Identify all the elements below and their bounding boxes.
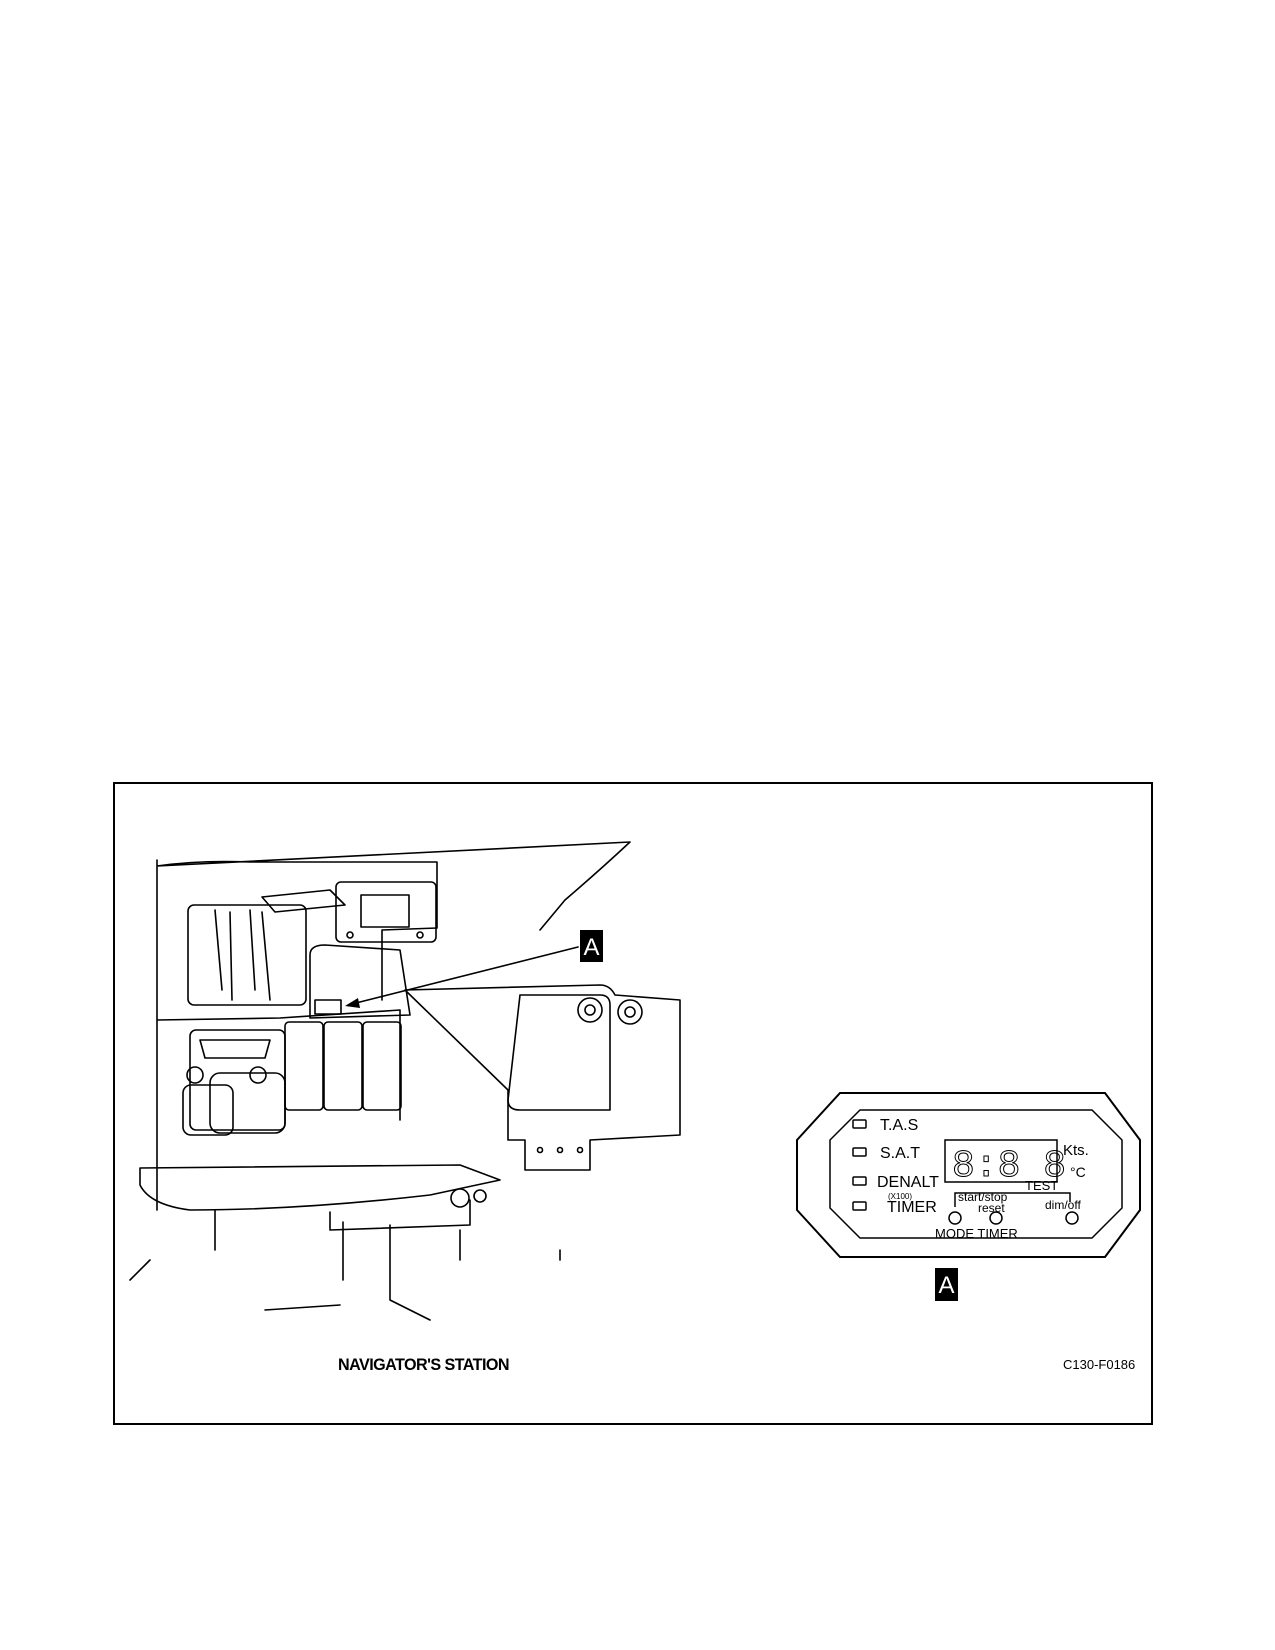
console-outline [156, 841, 631, 1211]
detail-a-panel [796, 1092, 1141, 1258]
lower-bay [189, 1029, 286, 1131]
label-tas: T.A.S [880, 1117, 918, 1134]
small-display-target [314, 999, 342, 1015]
top-display-box [335, 881, 437, 943]
arrow-head [345, 998, 360, 1008]
paper-holder [187, 904, 307, 1006]
callout-letter-1: A [583, 934, 599, 961]
label-mode-timer: MODE TIMER [935, 1226, 1018, 1241]
dim-off-button [1065, 1211, 1079, 1225]
label-start-stop: start/stop [958, 1190, 1008, 1204]
right-box [404, 984, 681, 1171]
label-kts: Kts. [1063, 1142, 1089, 1159]
callout-arrow [347, 946, 579, 1006]
callout-box-illustration: A [580, 930, 603, 962]
callout-box-detail: A [935, 1268, 958, 1301]
figure-frame [113, 782, 1153, 1425]
drawer-1 [284, 1021, 324, 1111]
display-digits: 8:8 8 [952, 1145, 1066, 1188]
figure-caption: NAVIGATOR'S STATION [338, 1355, 510, 1374]
lamp-timer [852, 1201, 867, 1211]
callout-letter-2: A [938, 1272, 954, 1299]
table-top [139, 1164, 501, 1211]
digital-display [944, 1139, 1058, 1183]
paper-clips [214, 909, 271, 1001]
test-bracket [954, 1192, 1071, 1207]
label-celsius: °C [1070, 1164, 1086, 1180]
label-denalt: DENALT [877, 1174, 939, 1191]
label-test: TEST [1025, 1178, 1058, 1193]
lamp-sat [852, 1147, 867, 1157]
label-timer: TIMER [887, 1199, 937, 1216]
start-stop-reset-button [989, 1211, 1003, 1225]
top-bracket [261, 889, 346, 913]
mode-timer-button [948, 1211, 962, 1225]
label-denalt-multiplier: (X100) [888, 1192, 912, 1201]
lamp-denalt [852, 1176, 867, 1186]
recess [309, 944, 411, 1019]
lamp-tas [852, 1119, 867, 1129]
top-display-screen [360, 894, 410, 928]
figure-number: C130-F0186 [1063, 1357, 1136, 1372]
drawer-3 [362, 1021, 402, 1111]
label-reset: reset [978, 1201, 1005, 1215]
label-sat: S.A.T [880, 1145, 920, 1162]
label-dim-off: dim/off [1045, 1198, 1081, 1212]
drawer-2 [323, 1021, 363, 1111]
